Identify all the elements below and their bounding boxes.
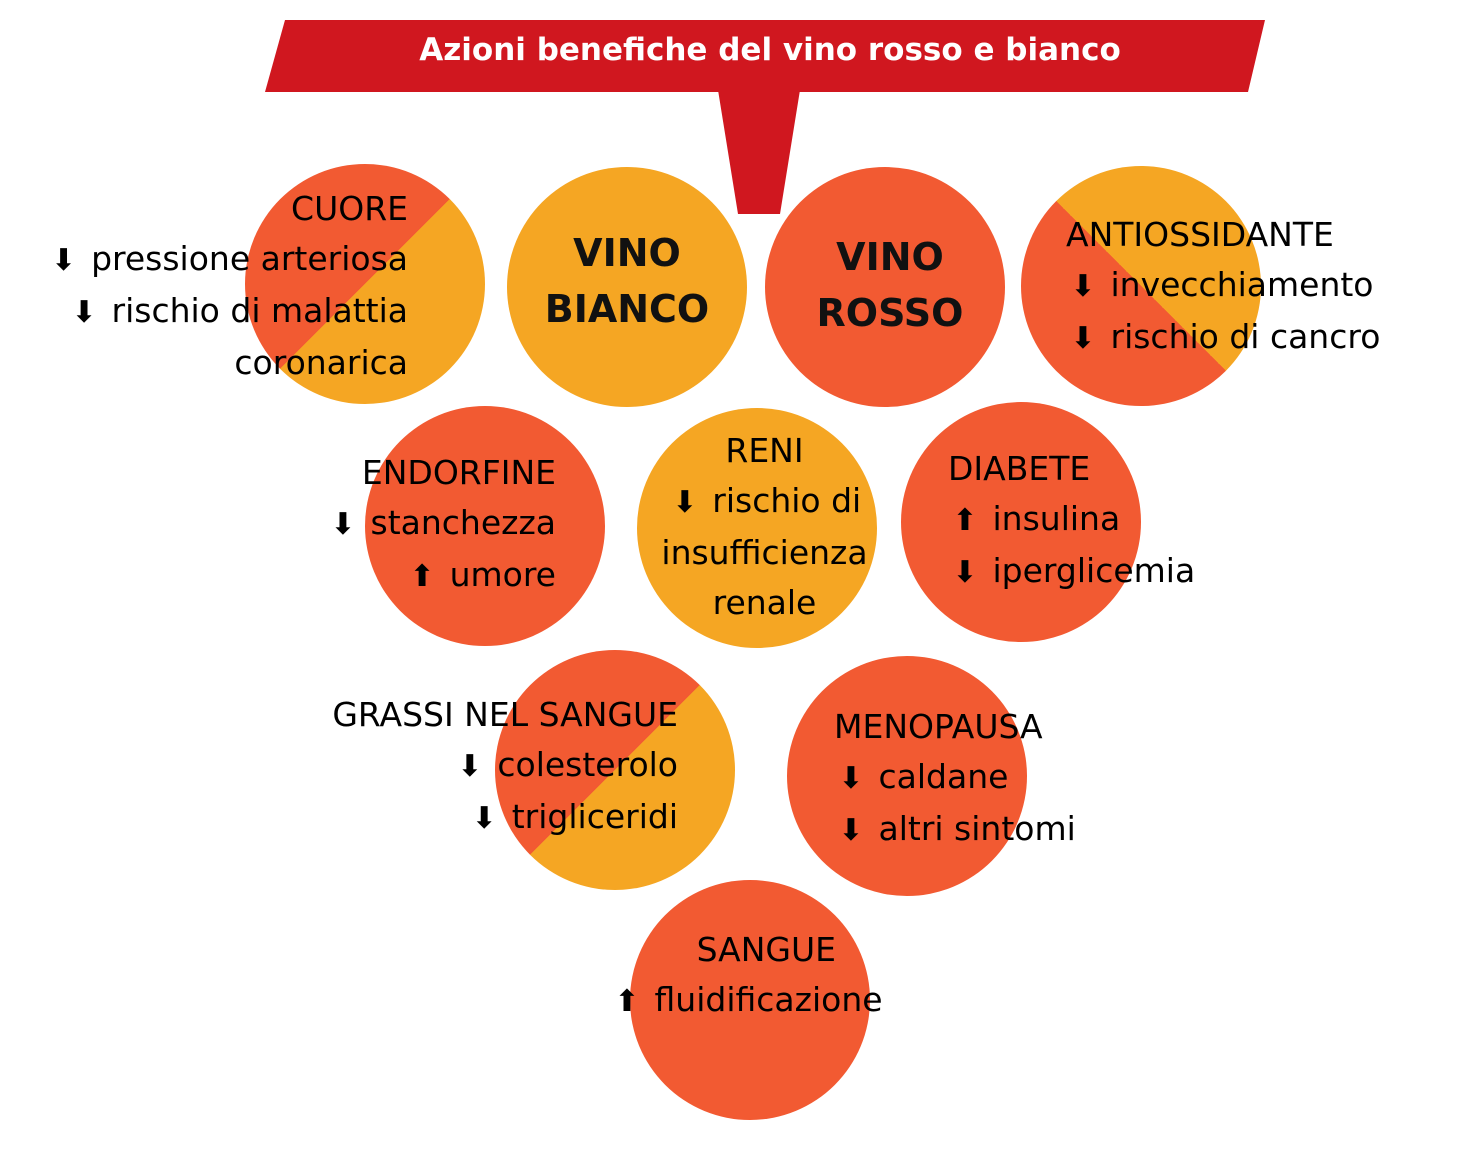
arrow-down-icon: ⬇ — [330, 507, 356, 542]
sangue-circle — [630, 880, 870, 1120]
grassi-circle — [495, 650, 735, 890]
vino-rosso-circle — [765, 167, 1005, 407]
vino-bianco-label: VINO BIANCO — [544, 231, 710, 331]
arrow-down-icon: ⬇ — [1070, 269, 1096, 304]
arrow-down-icon: ⬇ — [952, 555, 978, 590]
arrow-down-icon: ⬇ — [838, 813, 864, 848]
cuore-circle — [245, 164, 485, 404]
sangue-label: SANGUE ⬆ fluidificazione — [610, 925, 882, 1027]
arrow-down-icon: ⬇ — [1070, 321, 1096, 356]
grassi-label: GRASSI NEL SANGUE ⬇ colesterolo ⬇ trigli… — [332, 690, 678, 844]
antiossidante-label: ANTIOSSIDANTE ⬇ invecchiamento ⬇ rischio… — [1066, 210, 1380, 364]
arrow-up-icon: ⬆ — [952, 503, 978, 538]
arrow-down-icon: ⬇ — [471, 801, 497, 836]
arrow-down-icon: ⬇ — [457, 749, 483, 784]
vino-bianco-circle — [507, 167, 747, 407]
arrow-down-icon: ⬇ — [838, 761, 864, 796]
antiossidante-circle — [1021, 166, 1261, 406]
arrow-down-icon: ⬇ — [51, 243, 77, 278]
arrow-down-icon: ⬇ — [71, 295, 97, 330]
diagram-title: Azioni benefiche del vino rosso e bianco — [419, 32, 1121, 68]
diabete-label: DIABETE ⬆ insulina ⬇ iperglicemia — [948, 444, 1195, 598]
menopausa-label: MENOPAUSA ⬇ caldane ⬇ altri sintomi — [834, 702, 1076, 856]
arrow-up-icon: ⬆ — [614, 984, 640, 1019]
reni-circle — [637, 408, 877, 648]
arrow-up-icon: ⬆ — [409, 559, 435, 594]
reni-label: RENI ⬇ rischio di insufficienza renale — [661, 431, 868, 622]
menopausa-circle — [787, 656, 1027, 896]
diabete-circle — [901, 402, 1141, 642]
vino-rosso-label: VINO ROSSO — [816, 235, 964, 335]
arrow-down-icon: ⬇ — [672, 485, 698, 520]
endorfine-label: ENDORFINE ⬇ stanchezza ⬆ umore — [326, 448, 556, 602]
cuore-label: CUORE ⬇ pressione arteriosa ⬇ rischio di… — [47, 184, 408, 388]
endorfine-circle — [365, 406, 605, 646]
